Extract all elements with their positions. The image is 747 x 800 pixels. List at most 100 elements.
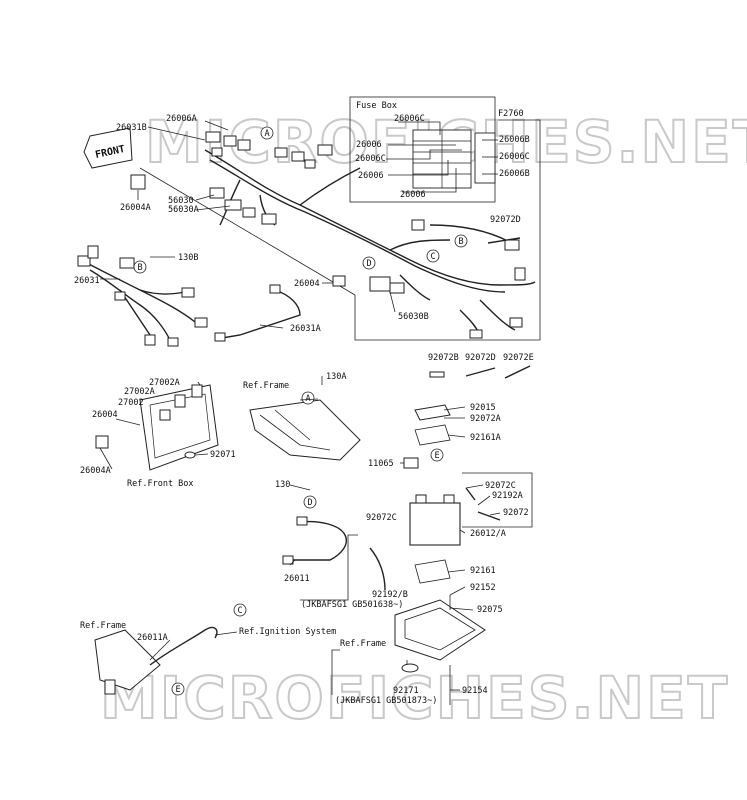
part-label-26031a: 26031A [290, 324, 321, 334]
fuse-label-26006-1: 26006 [356, 140, 382, 150]
part-label-56030a: 56030A [168, 205, 199, 215]
fuse-label-26006c-3: 26006C [499, 152, 530, 162]
connector-d-mid-label: D [308, 498, 313, 508]
part-label-92072: 92072 [503, 508, 529, 518]
sub-harness-26031a [214, 284, 301, 342]
part-label-27002: 27002 [118, 398, 144, 408]
part-label-56030: 56030 [168, 196, 194, 206]
fuse-label-26006-3: 26006 [400, 190, 426, 200]
part-label-92072b: 92072B [428, 353, 459, 363]
fuse-label-26006b-1: 26006B [499, 135, 530, 145]
part-label-92171: 92171 [393, 686, 419, 696]
battery-assembly [369, 404, 501, 591]
part-label-26011a: 26011A [137, 633, 168, 643]
connector-a-top: A [260, 126, 274, 140]
part-label-92075: 92075 [477, 605, 503, 615]
connector-d-top-label: D [367, 259, 372, 269]
part-label-92152: 92152 [470, 583, 496, 593]
front-box-assembly [95, 384, 219, 471]
connector-e-bottom: E [171, 682, 185, 696]
part-label-26031b: 26031B [116, 123, 147, 133]
connector-b-left: B [133, 260, 147, 274]
part-label-92072d-top: 92072D [490, 215, 521, 225]
connector-a-top-label: A [265, 129, 270, 139]
part-label-26012a: 26012/A [470, 529, 506, 539]
part-label-26004a-left: 26004A [80, 466, 111, 476]
part-label-11065: 11065 [368, 459, 394, 469]
part-label-92072a: 92072A [470, 414, 501, 424]
leader-lines [99, 120, 501, 691]
battery [409, 502, 461, 546]
part-label-92072d: 92072D [465, 353, 496, 363]
fuse-label-26006-2: 26006 [358, 171, 384, 181]
diagram-code: F2760 [498, 109, 524, 119]
fuse-label-26006c-1: 26006C [394, 114, 425, 124]
ref-ignition-system: Ref.Ignition System [239, 627, 336, 637]
fuse-label-26006c-2: 26006C [355, 154, 386, 164]
part-label-92015: 92015 [470, 403, 496, 413]
part-label-92192b: 92192/B [372, 590, 408, 600]
part-label-130b: 130B [178, 253, 198, 263]
relay-block [474, 132, 496, 184]
connector-b-left-label: B [138, 263, 143, 273]
part-label-26031: 26031 [74, 276, 100, 286]
ref-front-box: Ref.Front Box [127, 479, 194, 489]
fuse-box: Fuse Box 26006C 26006 26006C 26006 26006… [349, 96, 530, 203]
part-label-26004-mid: 26004 [294, 279, 320, 289]
part-label-27002a-1: 27002A [149, 378, 180, 388]
part-label-92072c-right: 92072C [485, 481, 516, 491]
connector-a-mid-label: A [306, 394, 311, 404]
front-arrow-icon: FRONT [83, 127, 133, 169]
frame-section-bottom [94, 626, 218, 695]
part-label-26004a-top: 26004A [120, 203, 151, 213]
connector-a-mid: A [301, 391, 315, 405]
connector-d-mid: D [303, 495, 317, 509]
part-26004-mid [332, 275, 346, 287]
serial-note-1: (JKBAFSG1 GB501638~) [301, 600, 403, 610]
fuse-box-title: Fuse Box [356, 101, 397, 111]
bracket-92192b [300, 534, 358, 601]
part-label-27002a-2: 27002A [124, 387, 155, 397]
part-26004a-top [130, 174, 146, 190]
part-label-92072e: 92072E [503, 353, 534, 363]
part-label-130: 130 [275, 480, 290, 490]
watermark-bottom: MICROFICHES.NET [100, 664, 729, 732]
part-label-26011: 26011 [284, 574, 310, 584]
bracket-92171 [331, 649, 340, 695]
clips-92072 [429, 237, 531, 379]
ref-frame-2: Ref.Frame [80, 621, 126, 631]
connector-b-top: B [454, 234, 468, 248]
part-label-92161: 92161 [470, 566, 496, 576]
part-label-92072c-left: 92072C [366, 513, 397, 523]
harness-group-outline [139, 119, 541, 341]
ref-frame-3: Ref.Frame [340, 639, 386, 649]
serial-note-2: (JKBAFSG1 GB501873~) [335, 696, 437, 706]
part-label-92154: 92154 [462, 686, 488, 696]
part-label-92161a: 92161A [470, 433, 501, 443]
ref-frame-1: Ref.Frame [243, 381, 289, 391]
connector-d-top: D [362, 256, 376, 270]
part-label-92071: 92071 [210, 450, 236, 460]
part-label-26006a: 26006A [166, 114, 197, 124]
bracket-92072c-group [462, 472, 533, 528]
connector-c-top-label: C [431, 252, 436, 262]
ground-cable-26011 [282, 516, 347, 565]
fuse-label-26006b-2: 26006B [499, 169, 530, 179]
connector-c-bottom-label: C [238, 606, 243, 616]
part-label-26004-left: 26004 [92, 410, 118, 420]
connector-c-bottom: C [233, 603, 247, 617]
connector-c-top: C [426, 249, 440, 263]
frame-section-1 [249, 399, 361, 461]
connector-e-mid: E [430, 448, 444, 462]
connector-b-top-label: B [459, 237, 464, 247]
part-label-56030b: 56030B [398, 312, 429, 322]
main-harness [204, 131, 536, 339]
part-56030 [209, 187, 225, 199]
part-label-130a: 130A [326, 372, 346, 382]
front-harness [77, 245, 208, 347]
connector-e-mid-label: E [435, 451, 440, 461]
battery-tray [394, 595, 486, 705]
connector-e-bottom-label: E [176, 685, 181, 695]
part-label-92192a: 92192A [492, 491, 523, 501]
